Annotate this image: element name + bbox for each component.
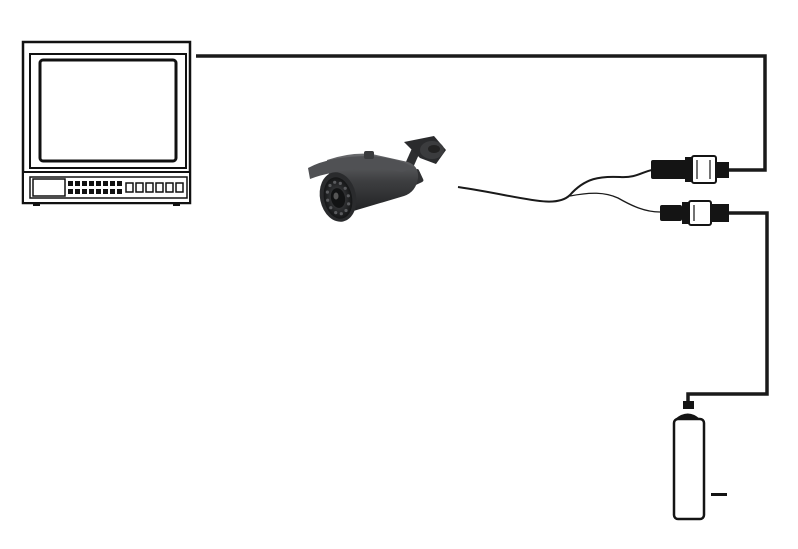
video-cable: [196, 54, 767, 172]
dc-power-connector-icon: [660, 200, 729, 226]
power-adapter-icon: [672, 401, 727, 521]
monitor-button: [117, 189, 122, 194]
monitor-button: [110, 181, 115, 186]
monitor-buttons: [68, 181, 184, 194]
monitor-button: [75, 189, 80, 194]
monitor-button: [135, 182, 144, 193]
ir-led: [326, 198, 330, 202]
ir-led: [344, 208, 348, 213]
ir-led: [334, 211, 338, 215]
camera-power-lead: [569, 192, 661, 213]
monitor-button: [89, 181, 94, 186]
monitor-button: [68, 189, 73, 194]
monitor-button: [145, 182, 154, 193]
ir-led: [346, 194, 350, 198]
monitor-button: [110, 189, 115, 194]
monitor-button: [89, 189, 94, 194]
monitor-button: [68, 181, 73, 186]
monitor-button: [82, 189, 87, 194]
bnc-connector-icon: [651, 155, 729, 184]
monitor-button: [103, 189, 108, 194]
monitor-button: [96, 189, 101, 194]
monitor-button: [82, 181, 87, 186]
ir-led: [333, 180, 337, 184]
ir-led: [347, 202, 351, 206]
monitor-button: [125, 182, 134, 193]
ir-led: [338, 181, 342, 185]
monitor-button: [175, 182, 184, 193]
monitor-button: [96, 181, 101, 186]
monitor-button: [155, 182, 164, 193]
monitor-button: [165, 182, 174, 193]
monitor-button: [75, 181, 80, 186]
crt-monitor-icon: [21, 40, 192, 206]
bullet-camera-icon: [308, 136, 446, 222]
ir-led: [325, 190, 329, 194]
ir-led: [339, 212, 343, 216]
camera-video-lead: [457, 169, 653, 203]
monitor-button: [103, 181, 108, 186]
ir-led: [328, 183, 332, 188]
ir-led-ring: [325, 180, 351, 216]
ir-led: [343, 186, 347, 190]
ir-led: [329, 206, 333, 210]
power-cable: [686, 211, 769, 402]
monitor-button: [117, 181, 122, 186]
